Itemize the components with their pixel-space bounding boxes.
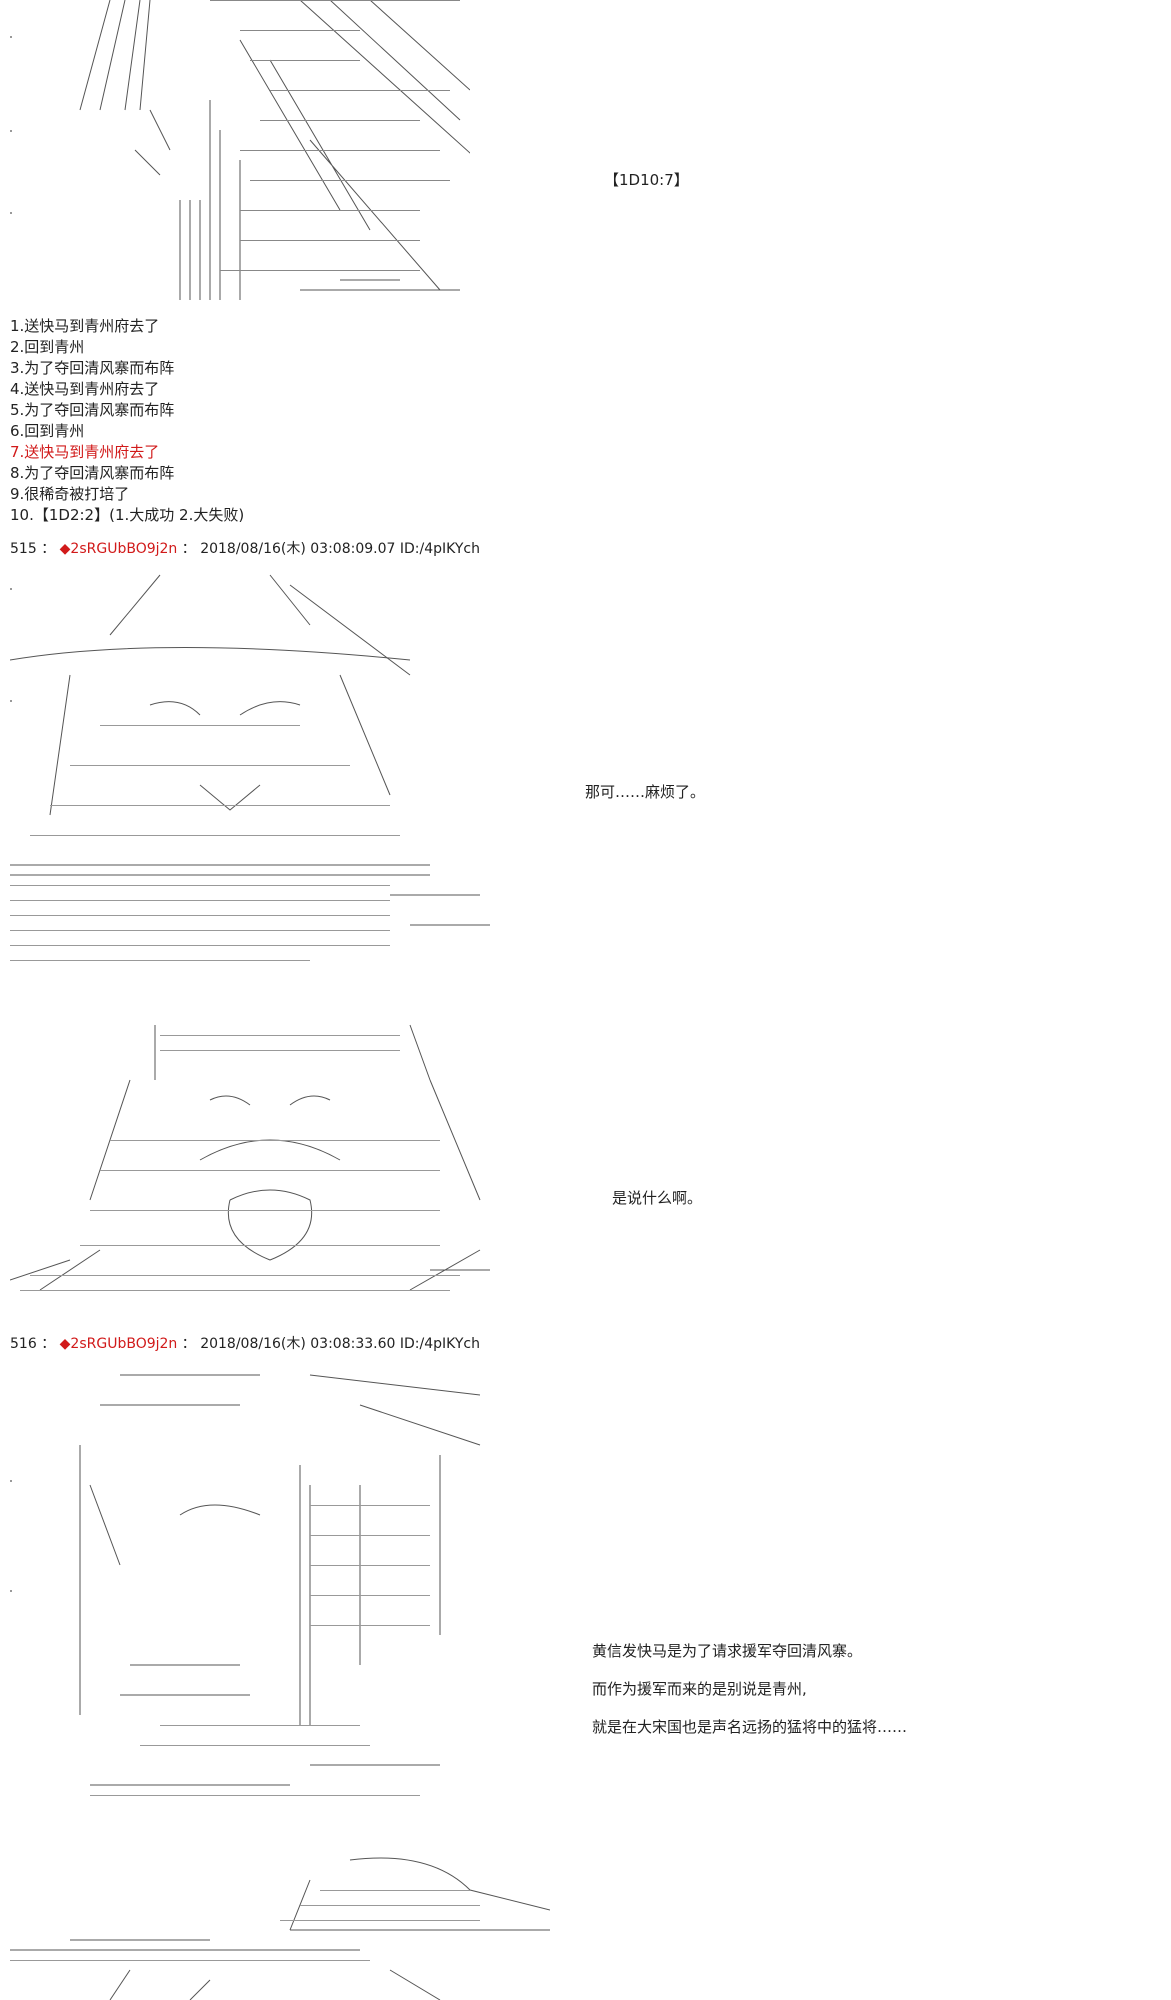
post-number[interactable]: 516 [10,1336,37,1352]
dialogue-caption: 而作为援军而来的是别说是青州, [592,1680,807,1698]
roll-option: 9.很稀奇被打培了 [10,485,130,503]
post-datetime: 2018/08/16(木) 03:08:09.07 [200,541,396,557]
author-trip: 2sRGUbBO9j2n [70,1336,178,1352]
margin-dot [10,1590,12,1592]
margin-dot [10,1480,12,1482]
roll-option-selected: 7.送快马到青州府去了 [10,443,160,461]
ascii-art-figure-1 [40,0,470,305]
dialogue-caption: 就是在大宋国也是声名远扬的猛将中的猛将…… [592,1718,908,1736]
post-datetime: 2018/08/16(木) 03:08:33.60 [200,1336,396,1352]
post-separator: ： [41,1336,56,1352]
post-number[interactable]: 515 [10,541,37,557]
roll-option: 5.为了夺回清风寨而布阵 [10,401,175,419]
post-colon: ： [181,1336,196,1352]
margin-dot [10,700,12,702]
roll-option: 1.送快马到青州府去了 [10,317,160,335]
ascii-art-figure-5 [10,1850,550,2000]
dialogue-caption: 黄信发快马是为了请求援军夺回清风寨。 [592,1642,863,1660]
margin-dot [10,212,12,214]
post-id[interactable]: ID:/4pIKYch [399,541,480,557]
roll-option: 2.回到青州 [10,338,85,356]
ascii-art-figure-4 [60,1365,490,1805]
roll-option: 6.回到青州 [10,422,85,440]
author-trip: 2sRGUbBO9j2n [70,541,178,557]
ascii-art-figure-3 [10,1020,500,1305]
roll-option: 4.送快马到青州府去了 [10,380,160,398]
post-colon: ： [181,541,196,557]
margin-dot [10,588,12,590]
roll-options-list: 1.送快马到青州府去了 2.回到青州 3.为了夺回清风寨而布阵 4.送快马到青州… [10,316,244,526]
ascii-art-figure-2 [10,565,510,985]
roll-option: 10.【1D2:2】(1.大成功 2.大失败) [10,506,245,524]
trip-diamond-icon: ◆ [59,541,71,557]
roll-option: 8.为了夺回清风寨而布阵 [10,464,175,482]
post-separator: ： [41,541,56,557]
post-header-515: 515 ： ◆2sRGUbBO9j2n ： 2018/08/16(木) 03:0… [10,540,480,558]
roll-option: 3.为了夺回清风寨而布阵 [10,359,175,377]
margin-dot [10,130,12,132]
margin-dot [10,36,12,38]
trip-diamond-icon: ◆ [59,1336,71,1352]
dialogue-caption: 那可……麻烦了。 [585,783,706,801]
post-header-516: 516 ： ◆2sRGUbBO9j2n ： 2018/08/16(木) 03:0… [10,1335,480,1353]
dice-roll-caption: 【1D10:7】 [604,171,689,189]
dialogue-caption: 是说什么啊。 [612,1189,703,1207]
post-id[interactable]: ID:/4pIKYch [399,1336,480,1352]
